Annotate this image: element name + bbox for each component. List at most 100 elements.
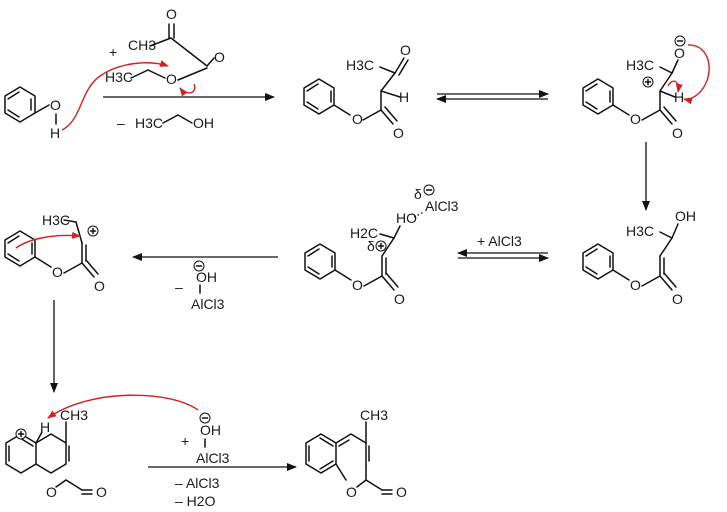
p4-carbonyl-bond-2 bbox=[385, 272, 399, 288]
ester-ethyl-bond-2 bbox=[147, 69, 166, 79]
final-step-minus-h2o: – H2O bbox=[175, 493, 216, 509]
p7-o-carbonyl-label: O bbox=[396, 484, 407, 500]
lewis-acid-reagent: + AlCl3 bbox=[477, 233, 522, 249]
ester-o-carbonyl-label: O bbox=[214, 49, 225, 65]
p2-o-ester-label: O bbox=[630, 111, 641, 127]
p6-ch3-label: CH3 bbox=[60, 407, 88, 423]
p6-h-bond bbox=[35, 431, 43, 444]
reagent-plus-sign: + bbox=[109, 44, 117, 60]
p6-ring-right bbox=[35, 433, 67, 474]
p3-o-ester-label: O bbox=[630, 277, 641, 293]
p2-h3c-label: H3C bbox=[626, 57, 654, 73]
p4-delta-plus-label: δ bbox=[367, 238, 375, 254]
p3-o-carbonyl-label: O bbox=[672, 291, 683, 307]
ester-ch2-c-bond bbox=[188, 51, 208, 67]
p7-o-bond-left bbox=[335, 463, 347, 481]
p5-methyl-bond bbox=[63, 219, 77, 223]
curly-arrow-proton-transfer bbox=[683, 44, 710, 105]
p5-ester-c-bond bbox=[63, 262, 83, 274]
ester-ethyl-bond bbox=[130, 69, 149, 79]
ester-o-alkoxy-label: O bbox=[166, 71, 177, 87]
cation-step-oh: OH bbox=[196, 269, 217, 285]
p5-ring-inner bbox=[7, 235, 33, 262]
phenol-ring bbox=[4, 86, 36, 123]
p1-h-label: H bbox=[399, 89, 409, 105]
p3-h3c-label: H3C bbox=[626, 223, 654, 239]
byproduct-h3c-label: H3C bbox=[135, 115, 163, 131]
phenyl-acetoacetate: O O H O H3C bbox=[303, 42, 411, 141]
p5-o-ester-label: O bbox=[52, 264, 63, 280]
byproduct-ethanol-bond-2 bbox=[177, 114, 193, 124]
p2-h-bond bbox=[659, 90, 676, 98]
phenol-o-label: O bbox=[50, 97, 61, 113]
p5-h3c-label: H3C bbox=[42, 212, 70, 228]
p1-h-bond bbox=[380, 90, 401, 98]
p1-o-keto-label: O bbox=[400, 42, 411, 58]
p7-carbonyl-bond bbox=[365, 479, 383, 491]
p3-ring-inner bbox=[585, 248, 611, 275]
phenol-h-label: H bbox=[50, 125, 60, 141]
p2-o-carbonyl-label: O bbox=[672, 125, 683, 141]
cation-step-minus: – bbox=[175, 279, 183, 295]
p4-ho-bond bbox=[393, 225, 401, 239]
p5-carbonyl-bond-2 bbox=[85, 259, 99, 275]
p6-o-ring-label: O bbox=[46, 484, 57, 500]
ester-h3c-label: H3C bbox=[105, 69, 133, 85]
p7-ch3-label: CH3 bbox=[360, 407, 388, 423]
byproduct-ethanol-bond bbox=[162, 114, 179, 124]
p4-ring bbox=[304, 243, 336, 280]
p1-ester-c-bond bbox=[362, 109, 382, 121]
p2-o-label: O bbox=[674, 45, 685, 61]
p4-c-bond bbox=[381, 237, 395, 257]
p4-alcl3-label: AlCl3 bbox=[425, 198, 459, 214]
ester-o-keto-label: O bbox=[166, 6, 177, 22]
p2-carbonyl-bond-2 bbox=[663, 106, 677, 122]
p1-keto-o-bond bbox=[394, 57, 405, 74]
p4-coordination-bond bbox=[413, 211, 425, 218]
methylcoumarin-product: O O CH3 bbox=[305, 407, 407, 500]
cation-step-alcl3: AlCl3 bbox=[191, 296, 225, 312]
ester-ch2-bond bbox=[170, 37, 190, 53]
enol-molecule: O O OH H3C bbox=[582, 208, 696, 307]
p2-ester-c-bond bbox=[641, 109, 661, 121]
p1-carbonyl-bond-2 bbox=[384, 106, 398, 122]
p5-carbonyl-bond bbox=[81, 262, 95, 278]
p1-keto-o-bond-2 bbox=[398, 59, 409, 76]
p5-ring bbox=[4, 230, 36, 267]
phenol-ring-inner bbox=[7, 91, 32, 118]
p2-cation-bond bbox=[659, 72, 673, 92]
ester-carbonyl-bond bbox=[206, 57, 215, 67]
p7-inner-bond bbox=[338, 439, 350, 447]
ester-ch3-bond bbox=[149, 37, 172, 47]
curly-arrow-alkoxide-leave bbox=[179, 83, 196, 97]
p2-methyl-bond bbox=[659, 66, 673, 74]
p2-ring-inner bbox=[585, 83, 611, 110]
p1-ring bbox=[303, 78, 335, 115]
final-step-alcl3: AlCl3 bbox=[196, 450, 230, 466]
ester-alkoxy-bond bbox=[177, 67, 208, 81]
p4-h2c-label: H2C bbox=[350, 225, 378, 241]
carbocation-intermediate: O O H3C bbox=[4, 212, 105, 294]
arenium-intermediate: O O CH3 H bbox=[5, 394, 199, 500]
final-step-plus: + bbox=[181, 433, 189, 449]
p4-carbonyl-bond bbox=[381, 275, 395, 291]
phenol-molecule: O H bbox=[4, 86, 61, 141]
p4-ho-label: HO bbox=[396, 210, 417, 226]
p3-enol-c-bond bbox=[659, 237, 673, 257]
ester-ch3-label: CH3 bbox=[128, 37, 156, 53]
p3-methyl-bond bbox=[659, 231, 673, 239]
phenol-c-o-bond bbox=[34, 104, 50, 114]
curly-arrow-enol-formation bbox=[667, 80, 683, 93]
p6-carbonyl-c-bond bbox=[65, 479, 83, 491]
p7-o-c-bond bbox=[356, 479, 367, 488]
p2-h-label: H bbox=[674, 89, 684, 105]
p6-o-c-bond bbox=[55, 479, 67, 488]
p2-o-bond bbox=[612, 104, 630, 116]
lewis-acid-complex: O O HO AlCl3 δ H2C δ bbox=[304, 184, 459, 307]
curly-arrow-phenol-attack bbox=[61, 60, 169, 131]
p6-ring-left-inner bbox=[8, 437, 34, 462]
p4-methylene-bond bbox=[379, 233, 395, 239]
p7-ring-right bbox=[335, 433, 367, 465]
p4-delta-minus-label: δ bbox=[414, 186, 422, 202]
byproduct-oh-label: OH bbox=[193, 115, 214, 131]
